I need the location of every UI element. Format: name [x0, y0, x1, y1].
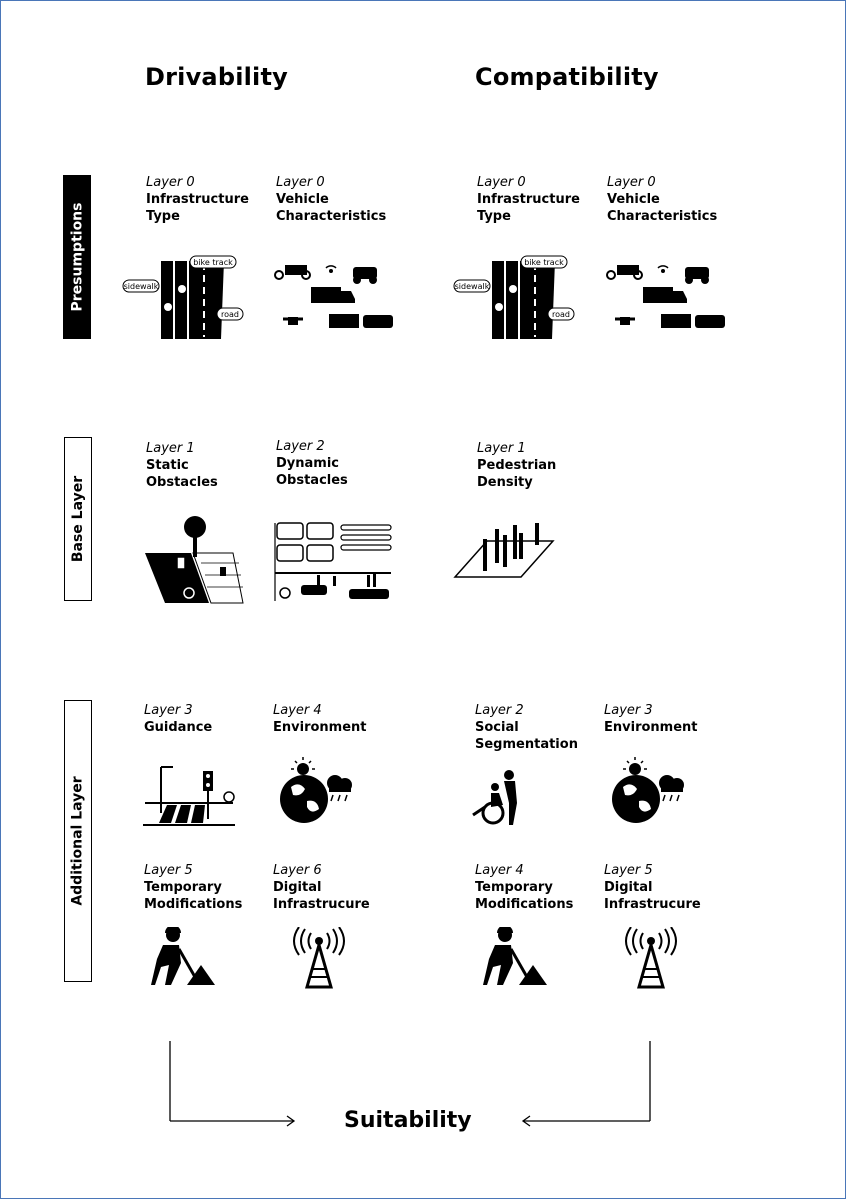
layer-title-line2: Infrastrucure [604, 897, 701, 912]
layer-number: Layer 0 [146, 175, 195, 190]
layer-title-line2: Segmentation [475, 737, 578, 752]
layer-title-line1: Dynamic [276, 456, 340, 471]
layer-title-line1: Infrastructure [477, 192, 580, 207]
cell-compatibility-vehicle-characteristics: Layer 0 Vehicle Characteristics [607, 174, 717, 225]
earth-weather-icon [612, 757, 684, 823]
layer-title-line2: Density [477, 475, 533, 490]
layer-number: Layer 4 [475, 863, 524, 878]
cell-drivability-vehicle-characteristics: Layer 0 Vehicle Characteristics [276, 174, 386, 225]
layer-title-line1: Infrastructure [146, 192, 249, 207]
layer-title-line1: Temporary [144, 880, 222, 895]
layer-title-line1: Guidance [144, 720, 213, 735]
row-label-presumptions: Presumptions [63, 175, 91, 339]
layer-title-line2: Characteristics [276, 209, 387, 224]
road-label: road [221, 310, 239, 319]
layer-number: Layer 3 [144, 703, 193, 718]
wheelchair-icon [472, 770, 517, 825]
layer-number: Layer 5 [604, 863, 653, 878]
layer-number: Layer 0 [276, 175, 325, 190]
layer-title-line2: Modifications [475, 897, 574, 912]
cell-drivability-temporary-modifications: Layer 5 Temporary Modifications [144, 862, 242, 913]
cell-drivability-static-obstacles: Layer 1 Static Obstacles [146, 440, 218, 491]
layer-number: Layer 3 [604, 703, 653, 718]
result-suitability: Suitability [344, 1108, 472, 1133]
layer-title-line1: Vehicle [607, 192, 660, 207]
infrastructure-lanes-icon: sidewalk bike track road [453, 255, 575, 339]
layer-number: Layer 5 [144, 863, 193, 878]
row-label-additional-layer: Additional Layer [64, 700, 92, 982]
layer-title-line1: Environment [604, 720, 698, 735]
layer-number: Layer 0 [477, 175, 526, 190]
cell-compatibility-environment: Layer 3 Environment [604, 702, 698, 736]
cell-compatibility-temporary-modifications: Layer 4 Temporary Modifications [475, 862, 573, 913]
dynamic-obstacles-icon [274, 522, 392, 601]
road-label: road [552, 310, 570, 319]
layer-title-line2: Type [146, 209, 180, 224]
layer-title-line1: Static [146, 458, 189, 473]
arrow-from-drivability [169, 1041, 296, 1127]
cell-drivability-dynamic-obstacles: Layer 2 Dynamic Obstacles [276, 438, 348, 489]
cell-compatibility-pedestrian-density: Layer 1 Pedestrian Density [477, 440, 556, 491]
layer-title-line2: Modifications [144, 897, 243, 912]
cell-drivability-digital-infrastructure: Layer 6 Digital Infrastrucure [273, 862, 370, 913]
cell-drivability-guidance: Layer 3 Guidance [144, 702, 212, 736]
earth-weather-icon [280, 757, 352, 823]
layer-title-line1: Environment [273, 720, 367, 735]
bike-track-label: bike track [193, 258, 233, 267]
layer-number: Layer 4 [273, 703, 322, 718]
layer-title-line2: Infrastrucure [273, 897, 370, 912]
crosswalk-icon [143, 766, 235, 826]
construction-worker-icon [483, 927, 547, 985]
layer-title-line2: Characteristics [607, 209, 718, 224]
layer-number: Layer 1 [477, 441, 526, 456]
row-label-base-layer: Base Layer [64, 437, 92, 601]
cell-compatibility-infrastructure-type: Layer 0 Infrastructure Type [477, 174, 580, 225]
static-obstacles-icon [145, 516, 244, 604]
vehicles-icon [606, 265, 725, 328]
cell-drivability-environment: Layer 4 Environment [273, 702, 367, 736]
vehicles-icon [274, 265, 393, 328]
layer-number: Layer 2 [475, 703, 524, 718]
cell-compatibility-digital-infrastructure: Layer 5 Digital Infrastrucure [604, 862, 701, 913]
sidewalk-label: sidewalk [124, 282, 159, 291]
layer-title-line2: Obstacles [276, 473, 348, 488]
arrow-from-compatibility [521, 1041, 651, 1127]
layer-title-line2: Type [477, 209, 511, 224]
layer-number: Layer 6 [273, 863, 322, 878]
infrastructure-lanes-icon: sidewalk bike track road [122, 255, 244, 339]
layer-title-line1: Pedestrian [477, 458, 557, 473]
layer-title-line1: Vehicle [276, 192, 329, 207]
layer-title-line1: Temporary [475, 880, 553, 895]
antenna-icon [293, 927, 345, 989]
layer-number: Layer 1 [146, 441, 195, 456]
layer-title-line1: Social [475, 720, 519, 735]
antenna-icon [625, 927, 677, 989]
sidewalk-label: sidewalk [455, 282, 490, 291]
layer-number: Layer 2 [276, 439, 325, 454]
layer-title-line2: Obstacles [146, 475, 218, 490]
heading-drivability: Drivability [145, 63, 289, 91]
cell-compatibility-social-segmentation: Layer 2 Social Segmentation [475, 702, 578, 753]
construction-worker-icon [151, 927, 215, 985]
cell-drivability-infrastructure-type: Layer 0 Infrastructure Type [146, 174, 249, 225]
layer-title-line1: Digital [604, 880, 653, 895]
pedestrian-density-icon [453, 523, 555, 578]
layer-title-line1: Digital [273, 880, 322, 895]
heading-compatibility: Compatibility [475, 63, 659, 91]
bike-track-label: bike track [524, 258, 564, 267]
layer-number: Layer 0 [607, 175, 656, 190]
